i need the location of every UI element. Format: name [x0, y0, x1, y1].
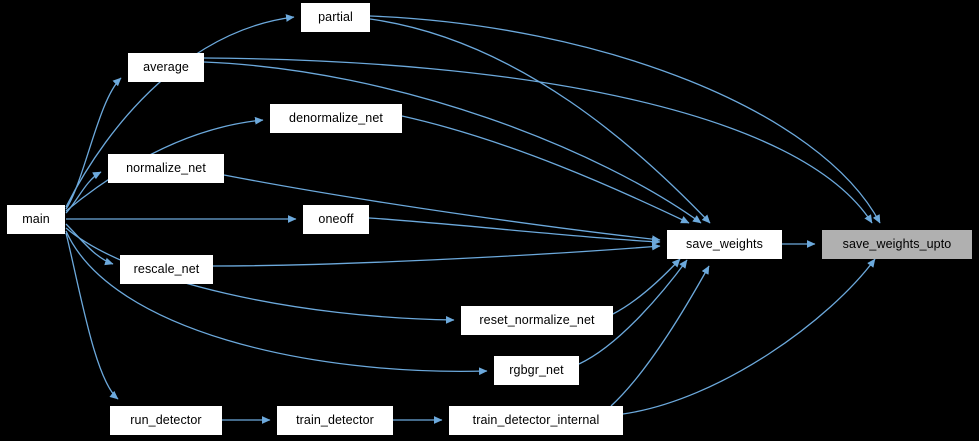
edge-main-average	[65, 77, 122, 210]
node-reset_normalize_net[interactable]: reset_normalize_net	[461, 306, 613, 335]
edge-reset_normalize_net-save_weights	[612, 258, 681, 315]
edge-main-reset_normalize_net	[65, 227, 455, 324]
node-rescale_net[interactable]: rescale_net	[120, 255, 213, 284]
edge-main-rescale_net	[65, 223, 114, 266]
edge-rescale_net-save_weights	[212, 242, 661, 267]
node-normalize_net[interactable]: normalize_net	[108, 154, 224, 183]
edge-main-run_detector	[65, 232, 119, 400]
node-oneoff[interactable]: oneoff	[303, 205, 369, 234]
edge-main-rgbgr_net	[65, 230, 488, 376]
node-train_detector[interactable]: train_detector	[277, 406, 393, 435]
node-save_weights[interactable]: save_weights	[667, 230, 782, 259]
edge-partial-save_weights	[369, 18, 711, 224]
edge-average-save_weights	[203, 61, 702, 224]
edge-main-partial	[65, 14, 295, 208]
node-run_detector[interactable]: run_detector	[110, 406, 222, 435]
node-main[interactable]: main	[7, 205, 65, 234]
edge-partial-save_weights_upto	[369, 15, 881, 224]
node-rgbgr_net[interactable]: rgbgr_net	[494, 356, 579, 385]
edge-train_detector_internal-save_weights	[610, 265, 710, 407]
edge-average-save_weights_upto	[203, 57, 873, 224]
node-save_weights_upto: save_weights_upto	[822, 230, 972, 259]
edge-train_detector_internal-save_weights_upto	[622, 258, 876, 415]
node-train_detector_internal[interactable]: train_detector_internal	[449, 406, 623, 435]
edge-rgbgr_net-save_weights	[578, 259, 688, 365]
node-denormalize_net[interactable]: denormalize_net	[270, 104, 402, 133]
edge-denormalize_net-save_weights	[401, 115, 690, 224]
node-partial[interactable]: partial	[301, 3, 370, 32]
edge-oneoff-save_weights	[368, 217, 661, 246]
node-average[interactable]: average	[128, 53, 204, 82]
edge-main-normalize_net	[65, 171, 102, 214]
edge-normalize_net-save_weights	[223, 174, 661, 243]
